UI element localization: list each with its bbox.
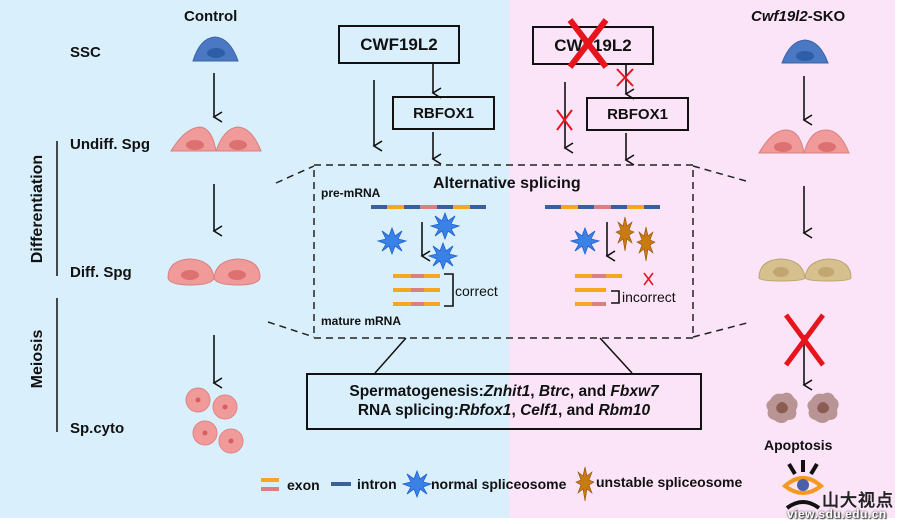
normal-spliceosome-3 xyxy=(427,241,459,271)
legend-exon-label: exon xyxy=(287,477,320,493)
stage-label-sp-cyto: Sp.cyto xyxy=(70,420,125,437)
watermark-name: 山大视点 xyxy=(822,491,894,510)
watermark-eye-logo xyxy=(781,460,825,510)
ssc-cell-sko xyxy=(781,39,829,64)
sko-gene-name: Cwf19l2 xyxy=(751,8,808,25)
diff-spg-cells-sko-abnormal xyxy=(758,258,852,282)
legend-normal-spliceosome-label: normal spliceosome xyxy=(431,476,567,492)
legend-unstable-spliceosome-icon xyxy=(575,466,595,502)
alternative-splicing-title: Alternative splicing xyxy=(433,175,581,192)
cwf19l2-box-control: CWF19L2 xyxy=(338,25,460,64)
watermark-url: view.sdu.edu.cn xyxy=(787,507,887,521)
mature-mrna-correct xyxy=(393,274,440,306)
sko-title: Cwf19l2-SKO xyxy=(751,8,845,25)
stage-label-diff-spg: Diff. Spg xyxy=(70,264,132,281)
splicing-zoom-box xyxy=(267,164,748,339)
mature-mrna-incorrect xyxy=(575,274,622,306)
separator: , and xyxy=(557,402,599,419)
control-title: Control xyxy=(184,8,238,25)
gene-name: Celf1 xyxy=(520,402,558,419)
incorrect-label: incorrect xyxy=(622,289,676,305)
cwf19l2-knockout-cross xyxy=(567,18,609,69)
stage-label-undiff-spg: Undiff. Spg xyxy=(70,136,150,153)
normal-spliceosome-2 xyxy=(429,211,461,241)
gene-name: Znhit1 xyxy=(483,383,531,400)
spermatogenesis-genes: Spermatogenesis:Znhit1, Btrc, and Fbxw7 xyxy=(308,382,700,401)
correct-bracket xyxy=(444,273,454,307)
rna-splicing-genes: RNA splicing:Rbfox1, Celf1, and Rbm10 xyxy=(308,401,700,420)
ssc-cell-control xyxy=(192,36,239,62)
blocked-arrow-cross-2 xyxy=(556,109,573,131)
gene-category: RNA splicing: xyxy=(357,402,459,419)
gene-name: Btrc xyxy=(538,383,570,400)
gene-name: Rbm10 xyxy=(598,402,651,419)
incorrect-cross xyxy=(643,272,654,286)
rbfox1-box-sko: RBFOX1 xyxy=(586,97,689,131)
normal-spliceosome-1 xyxy=(376,226,408,256)
rbfox1-box-control: RBFOX1 xyxy=(392,96,495,130)
target-genes-box: Spermatogenesis:Znhit1, Btrc, and Fbxw7 … xyxy=(306,373,702,430)
gene-name: Fbxw7 xyxy=(610,383,659,400)
legend-intron-label: intron xyxy=(357,476,397,492)
diff-spg-cells-control xyxy=(167,258,261,286)
cwf19l2-box-sko: CWF19L2 xyxy=(532,26,654,65)
pre-mrna-label: pre-mRNA xyxy=(321,186,381,200)
sko-suffix: -SKO xyxy=(807,8,846,25)
undiff-spg-cells-control xyxy=(170,126,262,152)
sp-cyto-cells-control xyxy=(185,387,244,454)
separator: , and xyxy=(569,383,611,400)
mature-mrna-label: mature mRNA xyxy=(321,314,402,328)
unstable-spliceosome-1 xyxy=(615,216,635,252)
gene-category: Spermatogenesis: xyxy=(349,383,484,400)
undiff-spg-cells-sko xyxy=(758,129,850,154)
separator: , xyxy=(511,402,521,419)
gene-name: Rbfox1 xyxy=(458,402,512,419)
connector-right xyxy=(599,337,633,374)
incorrect-bracket xyxy=(611,290,620,304)
unstable-spliceosome-2 xyxy=(636,226,656,262)
apoptotic-cells xyxy=(766,392,839,423)
connector-left xyxy=(374,337,407,374)
meiosis-blocked-cross xyxy=(783,313,826,367)
legend-exon-icon xyxy=(261,478,279,491)
blocked-arrow-cross-1 xyxy=(616,68,634,87)
normal-spliceosome-sko xyxy=(569,226,601,256)
separator: , xyxy=(530,383,539,400)
correct-label: correct xyxy=(455,283,498,299)
legend-unstable-spliceosome-label: unstable spliceosome xyxy=(596,474,743,490)
legend-intron-icon xyxy=(331,482,351,486)
apoptosis-label: Apoptosis xyxy=(764,437,833,453)
legend-normal-spliceosome-icon xyxy=(401,469,433,499)
stage-label-ssc: SSC xyxy=(70,44,101,61)
